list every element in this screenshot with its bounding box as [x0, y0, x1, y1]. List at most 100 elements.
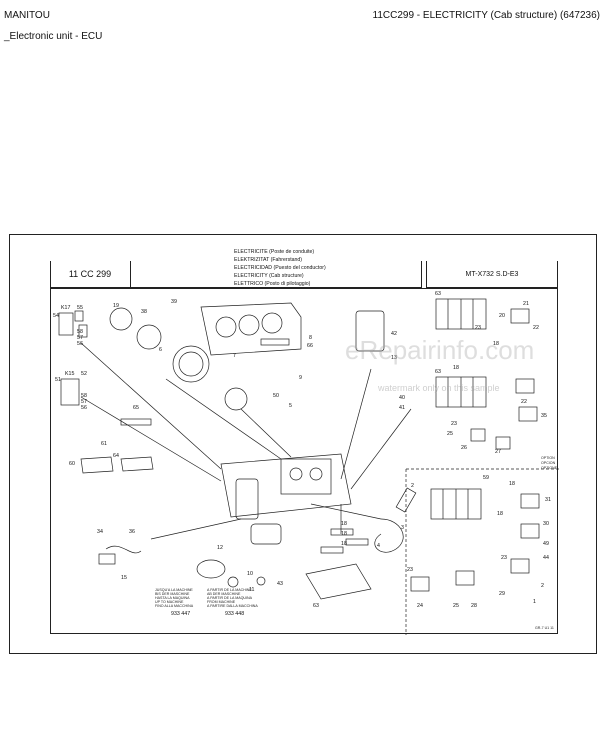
pn-18a: 18 — [341, 521, 347, 527]
pn-18d: 18 — [493, 341, 499, 347]
pn-12: 12 — [217, 545, 223, 551]
pn-23a: 23 — [475, 325, 481, 331]
pn-59: 59 — [483, 475, 489, 481]
pn-13: 13 — [391, 355, 397, 361]
exploded-view: 55 54 K17 58 57 56 52 51 K15 58 57 56 19… — [50, 288, 559, 635]
pn-66: 66 — [307, 343, 313, 349]
pn-22b: 22 — [521, 399, 527, 405]
pn-6: 6 — [159, 347, 162, 353]
pn-8: 8 — [309, 335, 312, 341]
pn-23d: 23 — [501, 555, 507, 561]
note-from-machine-es: A PARTIR DE LA MAQUINA — [207, 596, 253, 600]
pn-44: 44 — [543, 555, 549, 561]
document-reference: 11CC299 - ELECTRICITY (Cab structure) (6… — [372, 10, 601, 21]
pn-3: 3 — [401, 525, 404, 531]
section-title: _Electronic unit - ECU — [4, 31, 103, 42]
pn-k17: K17 — [61, 305, 70, 311]
watermark-sample-text: watermark only on this sample — [378, 383, 500, 393]
option-note-fr: OPTION — [541, 456, 555, 460]
brand-label: MANITOU — [4, 10, 50, 21]
note-up-to-machine-fr: JUSQU'A LA MACHINE — [155, 588, 193, 592]
dashboard-panel — [200, 302, 302, 356]
pn-56b: 56 — [81, 405, 87, 411]
pn-43: 43 — [277, 581, 283, 587]
footer-code: GR-7 U1 11 — [535, 626, 554, 630]
gauge-small-1 — [109, 307, 133, 331]
pn-20: 20 — [499, 313, 505, 319]
pn-23b: 23 — [451, 421, 457, 427]
pn-38: 38 — [141, 309, 147, 315]
pn-65: 65 — [133, 405, 139, 411]
pn-57b: 57 — [81, 399, 87, 405]
note-from-machine-en: FROM MACHINE — [207, 600, 236, 604]
pn-22a: 22 — [533, 325, 539, 331]
pn-30: 30 — [543, 521, 549, 527]
pn-27: 27 — [495, 449, 501, 455]
note-up-to-machine-it: FINO ALLA MACCHINA — [155, 604, 194, 608]
pn-54: 54 — [53, 313, 59, 319]
option-note-it: OPZIONE — [541, 466, 558, 470]
relay-block-k17 — [58, 312, 74, 336]
title-es: ELECTRICIDAD (Puesto del conductor) — [234, 265, 326, 271]
pn-42: 42 — [391, 331, 397, 337]
pn-18c: 18 — [341, 541, 347, 547]
note-from-machine-fr: A PARTIR DE LA MACHINE — [207, 588, 252, 592]
pn-k15: K15 — [65, 371, 74, 377]
note-from-serial: 933 448 — [225, 611, 244, 617]
pn-26: 26 — [461, 445, 467, 451]
pn-10: 10 — [247, 571, 253, 577]
pn-57a: 57 — [77, 335, 83, 341]
note-up-to-serial: 933 447 — [171, 611, 190, 617]
pn-41: 41 — [399, 405, 405, 411]
pn-61: 61 — [101, 441, 107, 447]
pn-63a: 63 — [313, 603, 319, 609]
pn-18g: 18 — [497, 511, 503, 517]
pn-50: 50 — [273, 393, 279, 399]
note-from-machine-de: AB DER MASCHINE — [207, 592, 241, 596]
pn-25a: 25 — [447, 431, 453, 437]
pn-51: 51 — [55, 377, 61, 383]
exploded-view-drawing: 55 54 K17 58 57 56 52 51 K15 58 57 56 19… — [53, 291, 559, 635]
note-up-to-machine-es: HASTA LA MAQUINA — [155, 596, 190, 600]
pn-49: 49 — [543, 541, 549, 547]
pn-64: 64 — [113, 453, 119, 459]
note-up-to-machine-de: BIS DER MASCHINE — [155, 592, 190, 596]
gauge-hour — [224, 387, 248, 411]
pn-18e: 18 — [453, 365, 459, 371]
relay-block-k15 — [60, 378, 80, 406]
pn-21: 21 — [523, 301, 529, 307]
pn-24: 24 — [417, 603, 423, 609]
pn-34: 34 — [97, 529, 103, 535]
pn-23c: 23 — [407, 567, 413, 573]
title-fr: ELECTRICITE (Poste de conduite) — [234, 249, 315, 255]
pn-15: 15 — [121, 575, 127, 581]
pn-18b: 18 — [341, 531, 347, 537]
pn-19: 19 — [113, 303, 119, 309]
pn-9: 9 — [299, 375, 302, 381]
pn-28: 28 — [471, 603, 477, 609]
pn-36: 36 — [129, 529, 135, 535]
pn-5: 5 — [289, 403, 292, 409]
diagram-title-box: ELECTRICITE (Poste de conduite) ELEKTRIZ… — [50, 249, 422, 288]
title-de: ELEKTRIZITAT (Fahrerstand) — [234, 257, 303, 263]
option-note-es: OPCION — [541, 461, 556, 465]
pn-18f: 18 — [509, 481, 515, 487]
pn-55: 55 — [77, 305, 83, 311]
figure-code: 11 CC 299 — [50, 261, 131, 288]
pn-35: 35 — [541, 413, 547, 419]
pn-52: 52 — [81, 371, 87, 377]
pn-11: 11 — [249, 587, 255, 593]
diagram-title-lines: ELECTRICITE (Poste de conduite) ELEKTRIZ… — [234, 248, 326, 288]
gauge-tacho — [172, 345, 210, 383]
title-it: ELETTRICO (Posto di pilotaggio) — [234, 281, 311, 287]
pn-39: 39 — [171, 299, 177, 305]
pn-58b: 58 — [81, 393, 87, 399]
pn-1: 1 — [533, 599, 536, 605]
pn-4: 4 — [377, 543, 380, 549]
pn-58a: 58 — [77, 329, 83, 335]
pn-60: 60 — [69, 461, 75, 467]
pn-2b: 2 — [541, 583, 544, 589]
pn-25b: 25 — [453, 603, 459, 609]
pn-56a: 56 — [77, 341, 83, 347]
note-from-machine-it: A PARTIRE DALLA MACCHINA — [207, 604, 258, 608]
